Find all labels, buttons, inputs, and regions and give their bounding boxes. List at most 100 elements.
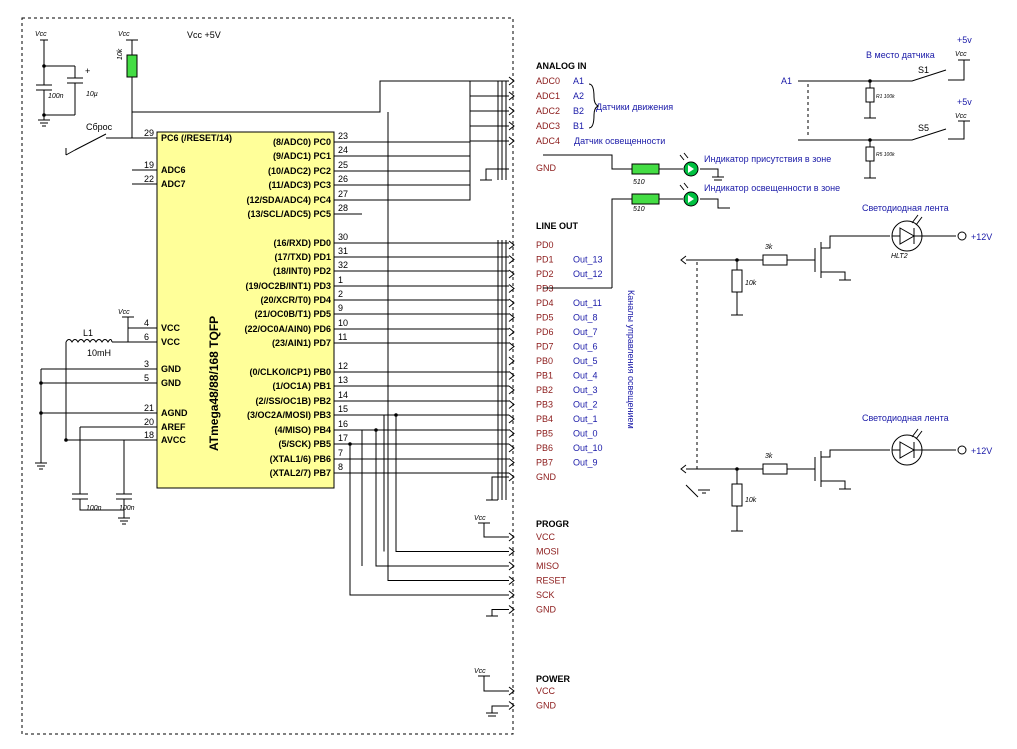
mcu-right-pin-label: (16/RXD) PD0 xyxy=(273,238,331,248)
mcu-right-pin-label: (9/ADC1) PC1 xyxy=(273,151,331,161)
mcu-right-pin-label: (11/ADC3) PC3 xyxy=(268,180,331,190)
cap-100n-label: 100n xyxy=(48,93,64,100)
connector-pin-label: PB0 xyxy=(536,356,553,366)
strip1-rpd: 10k xyxy=(745,280,757,287)
connector-pin-out: Out_13 xyxy=(573,255,603,265)
motion-sensors-note: Датчики движения xyxy=(596,102,673,112)
connector-pin-label: ADC2 xyxy=(536,106,560,116)
sensor-r1: R1 100k xyxy=(876,94,895,100)
mcu-left-pin-num: 22 xyxy=(144,174,154,184)
mcu-right-pin-num: 13 xyxy=(338,375,348,385)
connector-pin-arrow xyxy=(508,298,515,308)
l1-label: L1 xyxy=(83,328,93,338)
board-outline xyxy=(21,17,514,735)
mcu-left-pin-num: 18 xyxy=(144,430,154,440)
connector-pin-label: PD0 xyxy=(536,240,554,250)
connector-pin-out: B2 xyxy=(573,106,584,116)
connector-pin-arrow xyxy=(508,532,515,542)
mcu-right-pin-label: (8/ADC0) PC0 xyxy=(273,137,331,147)
mcu-left-pin-label: AVCC xyxy=(161,435,186,445)
connector-pin-arrow xyxy=(508,284,515,293)
vcc-note: Vcc +5V xyxy=(187,30,221,40)
connector-pin-label: PB5 xyxy=(536,429,553,439)
connector-pin-label: PD4 xyxy=(536,298,554,308)
connector-pin-out: B1 xyxy=(573,121,584,131)
connector-pin-label: PD1 xyxy=(536,255,554,265)
connector-pin-arrow xyxy=(508,255,515,264)
sensor-r5: R5 100k xyxy=(876,152,895,158)
cap-aref-label: 100n xyxy=(86,505,102,512)
vcc-label-s1: Vcc xyxy=(955,51,967,58)
mcu-right-pin-label: (13/SCL/ADC5) PC5 xyxy=(247,209,331,219)
mcu-right-pin-label: (3/OC2A/MOSI) PB3 xyxy=(247,410,331,420)
connector-pin-out: Out_3 xyxy=(573,385,598,395)
connector-pin-arrow xyxy=(508,547,515,556)
mcu-right-pin-num: 1 xyxy=(338,275,343,285)
connector-pin-label: VCC xyxy=(536,532,556,542)
mcu-right-pin-label: (17/TXD) PD1 xyxy=(274,252,331,262)
bus-wire xyxy=(349,444,509,596)
mcu-left-pin-label: GND xyxy=(161,364,182,374)
mcu-left-pin-num: 5 xyxy=(144,373,149,383)
mcu-left-pin-label: VCC xyxy=(161,323,181,333)
mcu-left-pin-label: PC6 (/RESET/14) xyxy=(161,133,232,143)
connector-pin-label: PB4 xyxy=(536,414,553,424)
indicator-leds: 510 Индикатор присутствия в зоне 510 Инд… xyxy=(543,152,840,289)
mcu-left-pin-label: ADC6 xyxy=(161,165,186,175)
connector-pin-arrow xyxy=(508,429,515,438)
connector-pin-label: ADC0 xyxy=(536,76,560,86)
analog-gnd: GND xyxy=(536,163,557,173)
led-strip-driver-1: Светодиодная лента 3k 10k HLT2 +12V xyxy=(680,203,992,316)
connector-pin-arrow xyxy=(508,458,515,467)
connector-pin-out: Out_4 xyxy=(573,371,598,381)
indicator-r2-label: 510 xyxy=(633,206,645,213)
mcu-right-pin-label: (18/INT0) PD2 xyxy=(273,266,331,276)
connector-pin-out: Out_8 xyxy=(573,313,598,323)
reset-button: Сброс xyxy=(65,122,132,156)
connector-pin-arrow xyxy=(508,472,515,482)
sensor-a1: A1 xyxy=(781,76,792,86)
connector-pin-label: GND xyxy=(536,472,557,482)
cap-avcc-label: 100n xyxy=(119,505,135,512)
connector-pin-arrow xyxy=(508,269,515,279)
switch-s1: S1 xyxy=(918,65,929,75)
bus-wire xyxy=(375,430,509,567)
mcu-right-pin-num: 8 xyxy=(338,462,343,472)
reset-pullup: 10k xyxy=(117,39,509,139)
mcu-left-pin-label: AREF xyxy=(161,422,186,432)
connector-pin-label: GND xyxy=(536,701,557,711)
mcu-right-pin-num: 2 xyxy=(338,289,343,299)
connector-pin-out: Out_2 xyxy=(573,400,598,410)
junction-dot xyxy=(348,442,352,446)
connector-pin-label: ADC3 xyxy=(536,121,560,131)
mcu-body xyxy=(156,131,335,489)
mcu-right-pin-label: (12/SDA/ADC4) PC4 xyxy=(246,195,331,205)
plus5-top: +5v xyxy=(957,35,972,45)
l1-value: 10mH xyxy=(87,348,111,358)
bus-wire xyxy=(387,112,509,581)
strip2-rpd: 10k xyxy=(745,497,757,504)
strip1-plus12: +12V xyxy=(971,232,992,242)
mcu-right-pin-label: (19/OC2B/INT1) PD3 xyxy=(245,281,331,291)
mcu-right-pin-num: 9 xyxy=(338,303,343,313)
connector-pin-label: PD2 xyxy=(536,269,554,279)
mcu-left-pin-label: GND xyxy=(161,378,182,388)
mcu-right-pin-num: 10 xyxy=(338,318,348,328)
mcu-right-pin-num: 28 xyxy=(338,203,348,213)
connector-pin-arrow xyxy=(508,121,515,131)
connector-pin-arrow xyxy=(508,590,515,600)
mcu-right-pin-num: 7 xyxy=(338,448,343,458)
connector-pin-arrow xyxy=(508,385,515,395)
bus-wire xyxy=(480,168,509,181)
strip-gnd-hook xyxy=(685,484,710,498)
connector-pin-arrow xyxy=(508,342,515,351)
mcu-right-pin-num: 26 xyxy=(338,174,348,184)
connector-pin-label: MOSI xyxy=(536,547,559,557)
analog-in-title: ANALOG IN xyxy=(536,61,587,71)
bus-wire xyxy=(486,476,509,501)
connector-pin-label: PD6 xyxy=(536,327,554,337)
